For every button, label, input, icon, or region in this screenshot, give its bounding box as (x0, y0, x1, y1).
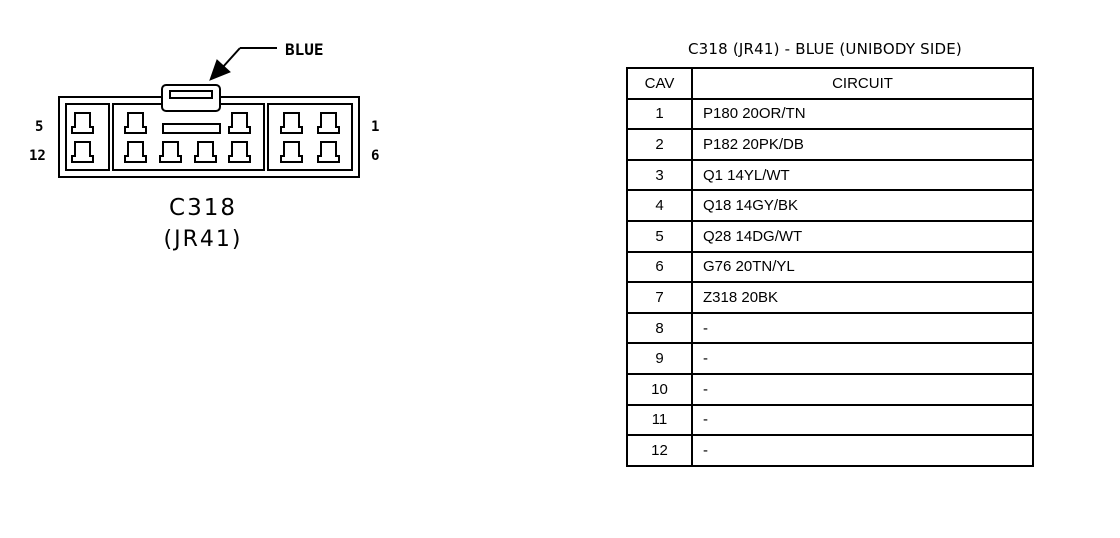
color-callout-label: BLUE (285, 40, 324, 59)
pin-label-12: 12 (29, 148, 46, 164)
pin-label-1: 1 (371, 119, 379, 135)
cav-cell: 9 (626, 342, 693, 375)
pin-label-6: 6 (371, 148, 379, 164)
cavity-terminal (280, 141, 303, 163)
cav-cell: 1 (626, 97, 693, 131)
table-row: 9- (626, 342, 1034, 375)
cav-cell: 4 (626, 189, 693, 222)
cav-cell: 8 (626, 311, 693, 345)
circuit-cell: Q28 14DG/WT (691, 219, 1034, 253)
cavity-terminal (159, 141, 182, 163)
cavity-terminal (317, 112, 340, 134)
circuit-cell: - (691, 372, 1034, 406)
circuit-cell: - (691, 403, 1034, 437)
connector-name: C318 (169, 195, 237, 221)
cav-cell: 11 (626, 403, 693, 437)
cavity-terminal (71, 141, 94, 163)
cavity-terminal (124, 141, 147, 163)
key-slot (162, 123, 221, 134)
cavity-terminal (71, 112, 94, 134)
cav-cell: 10 (626, 372, 693, 406)
circuit-cell: - (691, 342, 1034, 375)
cav-cell: 3 (626, 158, 693, 192)
circuit-cell: Q18 14GY/BK (691, 189, 1034, 222)
circuit-cell: Q1 14YL/WT (691, 158, 1034, 192)
circuit-cell: G76 20TN/YL (691, 250, 1034, 284)
cavity-terminal (124, 112, 147, 134)
connector-alt-name: (JR41) (164, 227, 243, 252)
cav-cell: 2 (626, 128, 693, 161)
cavity-grid (71, 112, 340, 163)
table-row: 12- (626, 434, 1034, 467)
header-circuit: CIRCUIT (691, 67, 1034, 100)
table-title: C318 (JR41) - BLUE (UNIBODY SIDE) (688, 40, 962, 58)
circuit-cell: Z318 20BK (691, 281, 1034, 314)
cavity-terminal (194, 141, 217, 163)
header-cav: CAV (626, 67, 693, 100)
table-row: 10- (626, 372, 1034, 406)
cavity-terminal (228, 112, 251, 134)
pin-label-5: 5 (35, 119, 43, 135)
circuit-cell: P180 20OR/TN (691, 97, 1034, 131)
color-callout-arrow (209, 47, 277, 81)
table-row: 11- (626, 403, 1034, 437)
circuit-cell: - (691, 311, 1034, 345)
cavity-terminal (228, 141, 251, 163)
cavity-terminal (280, 112, 303, 134)
cav-cell: 12 (626, 434, 693, 467)
circuit-cell: - (691, 434, 1034, 467)
cav-cell: 6 (626, 250, 693, 284)
cavity-terminal (317, 141, 340, 163)
connector-body (58, 84, 360, 178)
table-header-row: CAV CIRCUIT (626, 67, 1034, 100)
cav-cell: 5 (626, 219, 693, 253)
circuit-cell: P182 20PK/DB (691, 128, 1034, 161)
table-row: 8- (626, 311, 1034, 345)
cav-cell: 7 (626, 281, 693, 314)
